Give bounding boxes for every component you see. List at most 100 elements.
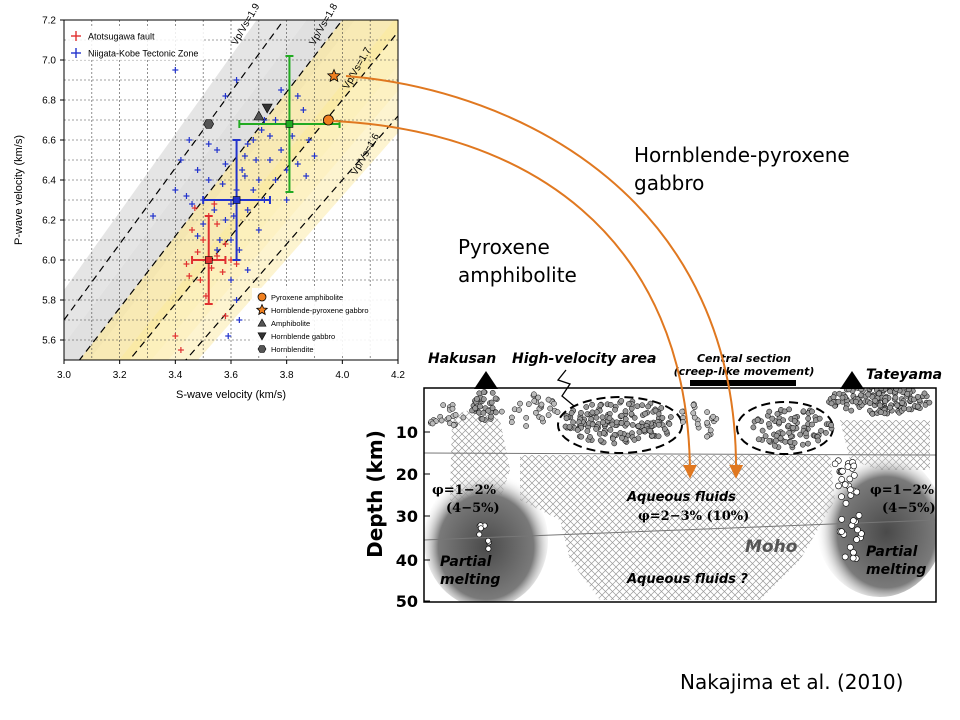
- hypocenter-dot: [790, 424, 796, 431]
- hypocenter-dot: [704, 419, 710, 426]
- deep-hypocenter-dot: [476, 531, 483, 538]
- hypocenter-dot: [848, 407, 855, 414]
- hypocenter-dot: [658, 405, 665, 411]
- hypocenter-dot: [545, 412, 552, 418]
- hypocenter-dot: [836, 390, 843, 397]
- hypocenter-dot: [429, 420, 436, 427]
- niigata-kobe-point: [228, 277, 234, 283]
- hypocenter-dot: [655, 433, 662, 440]
- hypocenter-dot: [531, 398, 538, 404]
- y-tick-label: 7.2: [42, 16, 56, 27]
- mean-errorbar: [202, 139, 271, 261]
- legend-bottom-label: Pyroxene amphibolite: [271, 293, 343, 302]
- hypocenter-dot: [816, 415, 823, 422]
- hypocenter-dot: [899, 400, 905, 406]
- tateyama-label: Tateyama: [866, 367, 942, 383]
- atotsugawa-point: [172, 333, 179, 339]
- x-axis-label: S-wave velocity (km/s): [176, 389, 286, 401]
- depth-axis-label: Depth (km): [363, 430, 387, 558]
- y-tick-label: 6.8: [42, 96, 56, 107]
- porosity-left-1: φ=1−2%: [432, 483, 497, 498]
- hypocenter-dot: [593, 414, 600, 421]
- hypocenter-dot: [622, 416, 629, 422]
- hypocenter-dot: [452, 411, 459, 418]
- hypocenter-dot: [480, 396, 487, 403]
- niigata-kobe-point: [219, 181, 226, 187]
- hypocenter-dot: [818, 427, 824, 434]
- niigata-kobe-point: [205, 141, 212, 147]
- niigata-kobe-point: [266, 157, 273, 163]
- arrow-amphibolite-to-fluids: [332, 120, 697, 479]
- hypocenter-dot: [477, 403, 483, 410]
- hornblende-pyroxene-label-line2: gabbro: [634, 171, 705, 195]
- hakusan-volcano-icon: [474, 371, 498, 389]
- hypocenter-dot: [710, 413, 716, 420]
- melt-zone-left: [424, 472, 548, 602]
- hypocenter-dot: [893, 388, 900, 392]
- hypocenter-dot: [450, 422, 457, 428]
- moho-line: [424, 519, 936, 541]
- hypocenter-dot: [589, 409, 596, 416]
- atotsugawa-point: [219, 269, 226, 275]
- aqueous-porosity-label: φ=2−3% (10%): [638, 509, 749, 524]
- hypocenter-dot: [766, 421, 772, 427]
- hypocenter-dot: [791, 418, 798, 424]
- hypocenter-dot: [809, 421, 815, 428]
- y-tick-label: 6.6: [42, 136, 56, 147]
- hypocenter-dot: [583, 404, 590, 410]
- legend-marker: [257, 318, 267, 327]
- y-tick-label: 5.8: [42, 296, 56, 307]
- hypocenter-dot: [839, 394, 846, 401]
- hypocenter-dot: [655, 421, 662, 428]
- deep-hypocenter-dot: [853, 536, 860, 543]
- hypocenter-dot: [523, 414, 530, 421]
- hypocenter-dot: [878, 409, 884, 416]
- hypocenter-dot: [754, 417, 761, 423]
- deep-hypocenter-dot: [846, 543, 854, 551]
- deep-hypocenter-dot: [858, 530, 865, 537]
- atotsugawa-point: [177, 347, 184, 353]
- x-tick-label: 3.2: [113, 370, 127, 381]
- niigata-kobe-point: [239, 167, 246, 173]
- hypocenter-dot: [508, 419, 515, 426]
- niigata-kobe-point: [222, 161, 229, 167]
- arrow-gabbro-to-fluids: [345, 75, 744, 479]
- hypocenter-dot: [625, 401, 632, 407]
- x-tick-label: 3.6: [224, 370, 238, 381]
- hypocenter-dot: [610, 435, 616, 442]
- depth-tick-label: 10: [396, 423, 418, 442]
- hypocenter-dot: [755, 436, 762, 443]
- hypocenter-dot: [690, 402, 697, 408]
- y-tick-label: 6.2: [42, 216, 56, 227]
- hypocenter-dot: [551, 400, 557, 407]
- hornblende-pyroxene-label-line1: Hornblende-pyroxene: [634, 143, 850, 167]
- hypocenter-dot: [607, 427, 614, 433]
- hypocenter-dot: [479, 416, 486, 422]
- hypocenter-dot: [704, 409, 710, 415]
- niigata-kobe-point: [228, 201, 234, 207]
- high-velocity-label: High-velocity area: [512, 351, 656, 367]
- deep-hypocenter-dot: [850, 549, 857, 556]
- hypocenter-dot: [480, 409, 487, 416]
- hypocenter-dot: [901, 405, 907, 412]
- hypocenter-dot: [612, 406, 618, 413]
- hypocenter-dot: [762, 433, 769, 439]
- mean-errorbar: [191, 215, 227, 305]
- hypocenter-dot: [568, 410, 575, 416]
- hypocenter-dot: [680, 419, 686, 425]
- partial-melting-right-1: Partial: [866, 544, 918, 560]
- hypocenter-dot: [618, 398, 625, 404]
- hypocenter-dot: [489, 389, 496, 396]
- niigata-kobe-point: [241, 173, 248, 179]
- atotsugawa-point: [183, 261, 190, 267]
- legend-marker: [257, 292, 267, 302]
- hypocenter-dot: [828, 400, 835, 407]
- niigata-kobe-point: [150, 213, 157, 219]
- atotsugawa-point: [194, 249, 201, 255]
- niigata-kobe-point: [205, 177, 212, 183]
- hypocenter-dot: [606, 415, 613, 422]
- hypocenter-dot: [538, 401, 545, 408]
- hypocenter-dot: [921, 390, 928, 397]
- y-axis-label: P-wave velocity (km/s): [13, 135, 25, 245]
